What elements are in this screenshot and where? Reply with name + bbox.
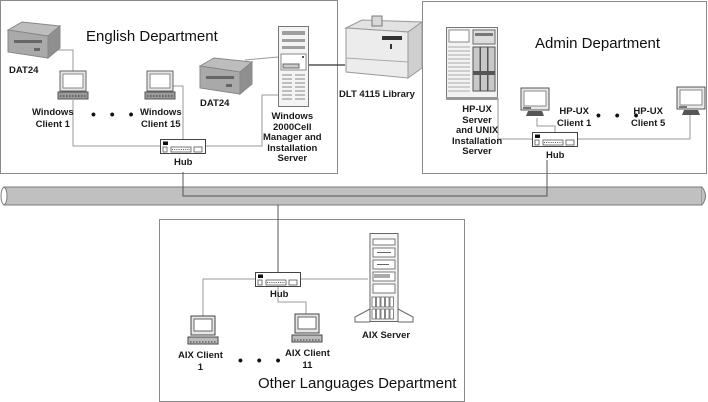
wire-dat24-client1: [55, 49, 74, 73]
wire-hub-server: [206, 94, 278, 147]
aix-clients-ellipsis: • • •: [238, 352, 286, 368]
rack-server-icon: [446, 27, 498, 100]
aix-server[interactable]: [353, 233, 417, 325]
hub-icon: [255, 272, 301, 287]
aix-client-11-label: AIX Client 11: [285, 348, 330, 371]
wire-english-hub-backbone: [182, 160, 548, 197]
wire-dat24-server: [244, 56, 279, 61]
admin-hub[interactable]: [532, 132, 578, 147]
tape-drive-icon: [198, 57, 254, 96]
hub-icon: [532, 132, 578, 147]
wire-hpux-server-hub: [497, 98, 532, 140]
admin-hub-label: Hub: [546, 150, 565, 161]
admin-clients-ellipsis: • • •: [596, 107, 644, 123]
wire-hub-aix-client1: [202, 278, 255, 318]
server-tower-icon: [278, 26, 309, 107]
english-hub-label: Hub: [174, 157, 193, 168]
hpux-client-5-label: HP-UX Client 5: [631, 106, 666, 129]
aix-client-1[interactable]: [187, 315, 220, 345]
windows-client-15-label: Windows Client 15: [140, 107, 182, 130]
tape-drive-icon: [6, 21, 62, 60]
dlt-4115-library-label: DLT 4115 Library: [339, 89, 415, 100]
monitor-icon: [676, 86, 706, 115]
workstation-icon: [291, 313, 323, 343]
wire-hub-aix-client11: [277, 286, 307, 315]
windows-client-15[interactable]: [144, 70, 176, 102]
dat24-tape-drive-left[interactable]: [4, 20, 62, 60]
other-languages-hub-label: Hub: [270, 289, 289, 300]
english-department-title: English Department: [86, 28, 218, 45]
wire-client1-hub: [72, 100, 160, 147]
workstation-icon: [187, 315, 219, 345]
windows-client-1-label: Windows Client 1: [32, 107, 74, 130]
hpux-server[interactable]: [446, 27, 498, 101]
english-clients-ellipsis: • • •: [91, 106, 139, 122]
windows-client-1[interactable]: [57, 70, 89, 102]
workstation-icon: [57, 70, 89, 100]
wire-hub-hpux-client5: [578, 110, 691, 140]
windows-cell-manager-server-label: Windows 2000Cell Manager and Installatio…: [263, 111, 322, 164]
hpux-client-1-label: HP-UX Client 1: [557, 106, 592, 129]
hub-icon: [160, 139, 206, 154]
aix-client-11[interactable]: [291, 313, 324, 343]
english-hub[interactable]: [160, 139, 206, 154]
dat24-right-label: DAT24: [200, 98, 230, 109]
server-tower-icon: [354, 233, 414, 323]
other-languages-hub[interactable]: [255, 272, 301, 287]
aix-server-label: AIX Server: [362, 330, 411, 341]
hpux-client-1[interactable]: [520, 87, 550, 119]
admin-department-title: Admin Department: [535, 35, 661, 52]
wire-hpux-client1-hub: [536, 118, 556, 133]
aix-client-1-label: AIX Client 1: [178, 350, 223, 373]
hpux-client-5[interactable]: [676, 86, 706, 118]
monitor-icon: [520, 87, 550, 116]
other-languages-department-title: Other Languages Department: [258, 375, 457, 392]
dat24-tape-drive-right[interactable]: [196, 56, 254, 96]
dat24-left-label: DAT24: [9, 65, 39, 76]
tape-library-icon: [344, 15, 424, 79]
wire-client15-hub: [172, 85, 184, 139]
hpux-server-label: HP-UX Server and UNIX Installation Serve…: [452, 104, 503, 157]
windows-cell-manager-server[interactable]: [278, 26, 310, 108]
dlt-4115-library[interactable]: [342, 15, 424, 79]
workstation-icon: [144, 70, 176, 100]
